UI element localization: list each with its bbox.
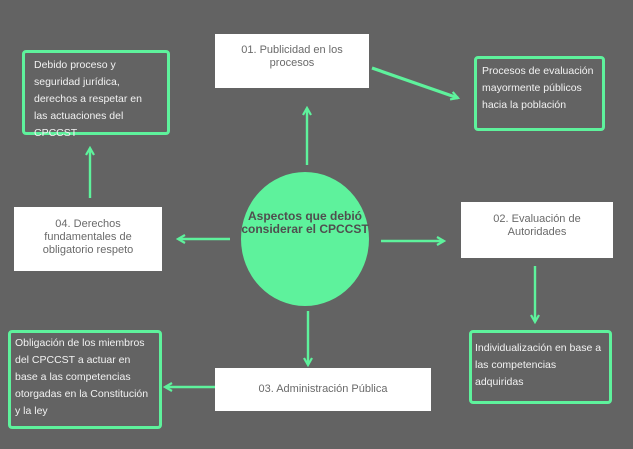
aspect-04-label: 04. Derechos fundamentales de obligatori… [42, 217, 134, 256]
outcome-02-text: Individualización en base a las competen… [475, 342, 602, 388]
center-topic-title: Aspectos que debió considerar el CPCCST [241, 209, 369, 236]
outcome-04-box: Debido proceso y seguridad jurídica, der… [22, 50, 170, 139]
outcome-03-text: Obligación de los miembros del CPCCST a … [15, 337, 149, 417]
outcome-04-text: Debido proceso y seguridad jurídica, der… [34, 59, 142, 139]
aspect-04-box: 04. Derechos fundamentales de obligatori… [14, 207, 162, 271]
aspect-03-label: 03. Administración Pública [258, 383, 388, 395]
outcome-02-box: Individualización en base a las competen… [469, 330, 612, 404]
outcome-03-box: Obligación de los miembros del CPCCST a … [8, 330, 162, 429]
outcome-01-box: Procesos de evaluación mayormente públic… [474, 56, 605, 131]
aspect-02-label: 02. Evaluación de Autoridades [493, 213, 581, 238]
center-topic-node: Aspectos que debió considerar el CPCCST [241, 172, 369, 306]
aspect-03-box: 03. Administración Pública [215, 368, 431, 411]
aspect-01-box: 01. Publicidad en los procesos [215, 34, 369, 88]
arrow-01-to-outcome [371, 66, 458, 98]
outcome-01-text: Procesos de evaluación mayormente públic… [482, 65, 594, 111]
aspect-02-box: 02. Evaluación de Autoridades [461, 202, 613, 258]
aspect-01-label: 01. Publicidad en los procesos [241, 44, 343, 69]
